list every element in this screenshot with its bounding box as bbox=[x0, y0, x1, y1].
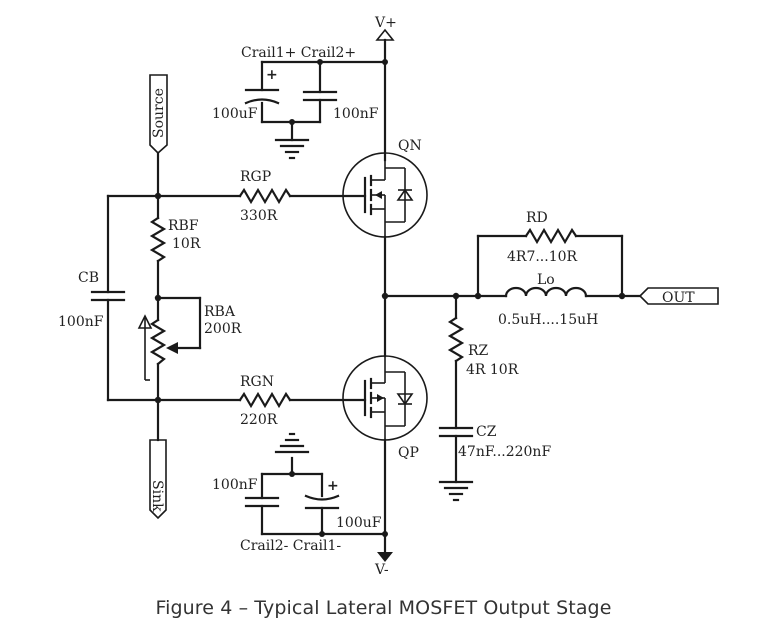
output-network bbox=[381, 227, 719, 502]
cb-value: 100nF bbox=[58, 314, 104, 330]
rbf-label: RBF bbox=[168, 218, 199, 234]
rgp-resistor-icon bbox=[238, 187, 292, 205]
rz-resistor-icon bbox=[447, 316, 465, 363]
rz-label: RZ bbox=[468, 343, 489, 359]
cz-label: CZ bbox=[476, 424, 497, 440]
cz-value: 47nF...220nF bbox=[458, 444, 551, 460]
rbf-resistor-icon bbox=[149, 216, 167, 263]
rgn-label: RGN bbox=[240, 374, 274, 390]
rgn-value: 220R bbox=[240, 412, 278, 428]
qn-label: QN bbox=[398, 138, 422, 154]
qp-mosfet-icon bbox=[342, 355, 428, 441]
out-label: OUT bbox=[662, 290, 695, 306]
rd-resistor-icon bbox=[524, 227, 578, 245]
c-bot-plus-label: + bbox=[327, 478, 339, 494]
rba-label: RBA bbox=[204, 304, 236, 320]
vplus-arrow-icon bbox=[375, 28, 395, 41]
qp-label: QP bbox=[398, 445, 419, 461]
rgp-label: RGP bbox=[240, 169, 271, 185]
c-top-plus-label: + bbox=[266, 67, 278, 83]
rba-value: 200R bbox=[204, 321, 242, 337]
rba-potentiometer-icon bbox=[149, 318, 167, 366]
c-bot-right-value: 100uF bbox=[336, 515, 382, 531]
rz-value: 4R 10R bbox=[466, 362, 519, 378]
c-top-left-value: 100uF bbox=[212, 106, 258, 122]
lo-label: Lo bbox=[537, 272, 555, 288]
ground-icon bbox=[274, 432, 310, 454]
cb-label: CB bbox=[78, 270, 99, 286]
rd-value: 4R7...10R bbox=[507, 249, 578, 265]
out-terminal-icon bbox=[638, 287, 719, 305]
crail-bot-label: Crail2- Crail1- bbox=[240, 538, 341, 554]
top-supply bbox=[244, 38, 388, 162]
rbf-value: 10R bbox=[172, 236, 201, 252]
rgn-resistor-icon bbox=[238, 391, 292, 409]
bottom-supply bbox=[244, 432, 393, 562]
ground-icon bbox=[274, 138, 310, 160]
lo-inductor-icon bbox=[504, 286, 588, 298]
vminus-label: V- bbox=[374, 562, 389, 578]
ground-icon bbox=[438, 480, 474, 502]
c-top-electrolytic-curved-plate bbox=[244, 98, 280, 105]
vminus-arrow-icon bbox=[377, 552, 393, 562]
crail-top-label: Crail1+ Crail2+ bbox=[241, 45, 356, 61]
vplus-label: V+ bbox=[374, 15, 397, 31]
sink-terminal-icon bbox=[149, 439, 167, 520]
source-terminal-icon bbox=[149, 74, 168, 155]
lo-value: 0.5uH....15uH bbox=[498, 312, 598, 328]
c-bot-left-value: 100nF bbox=[212, 477, 258, 493]
figure-caption: Figure 4 – Typical Lateral MOSFET Output… bbox=[155, 597, 612, 619]
rgp-value: 330R bbox=[240, 208, 278, 224]
bias-network bbox=[90, 74, 367, 520]
rd-label: RD bbox=[526, 210, 548, 226]
sink-label: Sink bbox=[149, 480, 165, 512]
c-top-right-value: 100nF bbox=[333, 106, 379, 122]
source-label: Source bbox=[151, 88, 167, 138]
